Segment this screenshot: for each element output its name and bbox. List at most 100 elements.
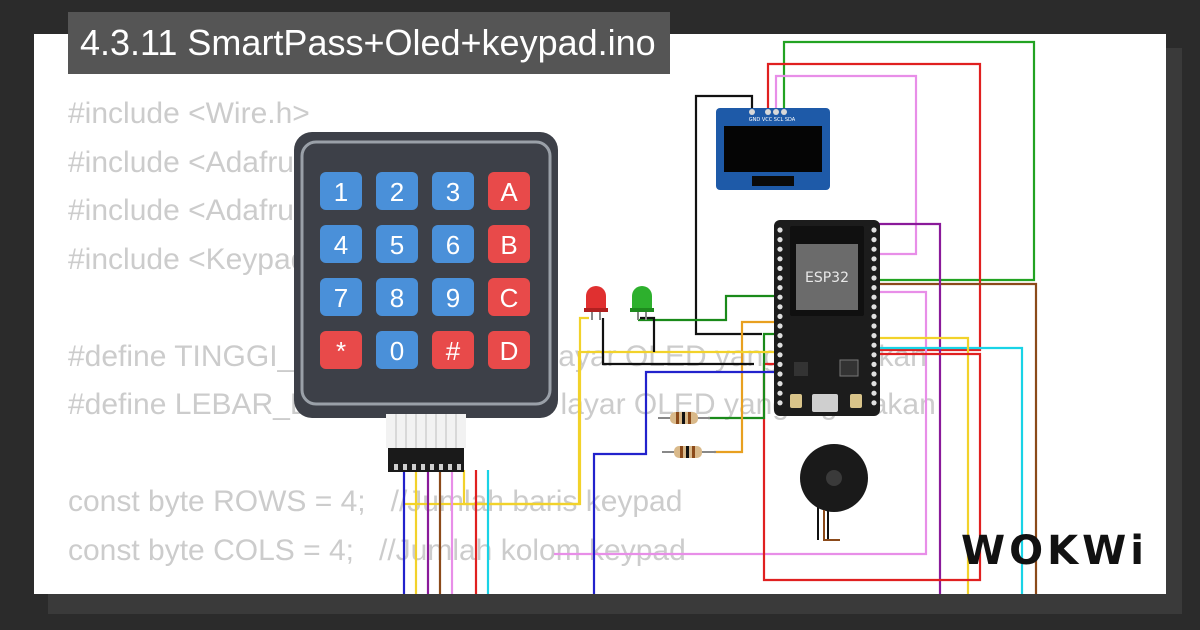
code-line: const byte COLS = 4; //Jumlah kolom keyp… [68, 533, 686, 567]
keypad-key-A[interactable]: A [488, 172, 530, 210]
wires [402, 40, 1038, 594]
esp32-pin [777, 265, 783, 271]
wire-brown [874, 282, 1038, 594]
keypad-key-label: 9 [446, 283, 460, 313]
esp32-pin [871, 265, 877, 271]
esp32-pin [777, 304, 783, 310]
buzzer[interactable] [800, 444, 868, 541]
boot-button[interactable] [790, 394, 802, 408]
oled-display[interactable]: GND VCC SCL SDA [716, 108, 830, 190]
wire-green-esp [638, 294, 779, 322]
esp32-pin [777, 285, 783, 291]
wire-led-green [640, 316, 656, 352]
esp32-pin [871, 352, 877, 358]
esp32-pins [777, 227, 877, 406]
reset-button[interactable] [850, 394, 862, 408]
keypad-key-label: 4 [334, 230, 348, 260]
esp32-pin [871, 342, 877, 348]
wire-resistor-2 [714, 320, 779, 454]
wire-cyan [834, 346, 1024, 594]
page-title: 4.3.11 SmartPass+Oled+keypad.ino [68, 12, 670, 74]
circuit-diagram: GND VCC SCL SDA ESP32 [294, 40, 1038, 594]
keypad-key-3[interactable]: 3 [432, 172, 474, 210]
esp32-pin [871, 227, 877, 233]
keypad-key-0[interactable]: 0 [376, 331, 418, 369]
keypad-key-4[interactable]: 4 [320, 225, 362, 263]
esp32-pin [777, 390, 783, 396]
keypad-key-8[interactable]: 8 [376, 278, 418, 316]
esp32-pin [871, 361, 877, 367]
esp32-pin [777, 227, 783, 233]
esp32-pin [777, 342, 783, 348]
esp32-pin [871, 381, 877, 387]
esp32-pin [871, 256, 877, 262]
keypad-key-label: 7 [334, 283, 348, 313]
keypad-key-label: 6 [446, 230, 460, 260]
wire-kp-6 [462, 470, 580, 506]
esp32-pin [871, 390, 877, 396]
keypad-key-5[interactable]: 5 [376, 225, 418, 263]
esp32-pin [777, 371, 783, 377]
esp32-pin [777, 246, 783, 252]
usb-port [812, 394, 838, 412]
resistor-2[interactable] [662, 446, 716, 458]
esp32-pin [871, 275, 877, 281]
esp32-pin [871, 294, 877, 300]
keypad-key-7[interactable]: 7 [320, 278, 362, 316]
esp32-board[interactable]: ESP32 [774, 220, 880, 416]
esp32-pin [871, 237, 877, 243]
esp32-pin [777, 333, 783, 339]
oled-pin-labels: GND VCC SCL SDA [749, 117, 796, 123]
keypad-key-*[interactable]: * [320, 331, 362, 369]
led-red[interactable] [584, 286, 608, 320]
wire-pink-top [774, 74, 918, 256]
esp32-pin [871, 313, 877, 319]
keypad-key-label: B [500, 230, 517, 260]
esp32-pin [777, 323, 783, 329]
wire-pink-low [554, 290, 928, 556]
keypad-key-#[interactable]: # [432, 331, 474, 369]
keypad-key-label: A [500, 177, 518, 207]
wire-led-cathode [601, 318, 754, 366]
esp32-pin [777, 352, 783, 358]
keypad-key-label: 2 [390, 177, 404, 207]
esp32-pin [777, 361, 783, 367]
led-green[interactable] [630, 286, 654, 320]
keypad-key-label: C [500, 283, 519, 313]
esp32-pin [777, 237, 783, 243]
esp32-pin [871, 285, 877, 291]
esp32-pin [871, 304, 877, 310]
keypad-key-label: 5 [390, 230, 404, 260]
esp32-pin [777, 275, 783, 281]
keypad-key-1[interactable]: 1 [320, 172, 362, 210]
esp32-pin [777, 381, 783, 387]
esp32-pin [777, 294, 783, 300]
keypad-key-B[interactable]: B [488, 225, 530, 263]
keypad-key-6[interactable]: 6 [432, 225, 474, 263]
esp32-pin [871, 333, 877, 339]
keypad-key-D[interactable]: D [488, 331, 530, 369]
keypad-key-label: D [500, 336, 519, 366]
wire-black-gnd [694, 94, 762, 336]
keypad-key-2[interactable]: 2 [376, 172, 418, 210]
wire-purple-right [874, 222, 942, 594]
wire-resistor-1 [708, 332, 779, 420]
esp32-pin [871, 246, 877, 252]
keypad-key-label: 1 [334, 177, 348, 207]
esp32-pin [871, 400, 877, 406]
wire-red-top [766, 62, 982, 352]
wokwi-logo[interactable]: WOKWi [961, 528, 1148, 574]
keypad-key-C[interactable]: C [488, 278, 530, 316]
resistor-1[interactable] [658, 412, 710, 424]
keypad-key-label: # [446, 336, 461, 366]
keypad-key-label: * [336, 336, 346, 366]
wire-blue [592, 370, 779, 594]
code-line: #include <Wire.h> [68, 97, 310, 130]
esp32-pin [871, 323, 877, 329]
preview-card[interactable]: #include <Wire.h>#include <Adafruit_GFX.… [34, 34, 1166, 594]
keypad-key-9[interactable]: 9 [432, 278, 474, 316]
esp32-pin [871, 371, 877, 377]
wire-yellow-kp [577, 350, 779, 504]
